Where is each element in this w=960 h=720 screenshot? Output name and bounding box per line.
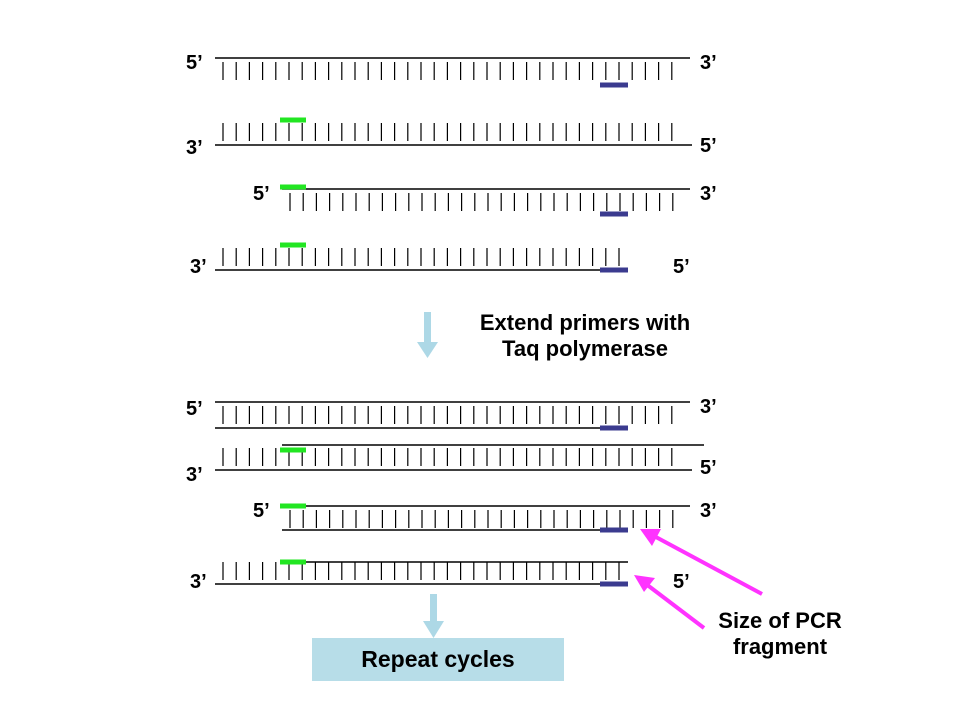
repeat-cycles-label: Repeat cycles <box>361 646 515 672</box>
pointer-arrow-lower <box>634 575 706 630</box>
step-caption-line2: Taq polymerase <box>502 336 668 361</box>
label-5prime-4: 5’ <box>673 256 690 278</box>
label-3prime-4: 3’ <box>190 256 207 278</box>
label-5prime-5: 5’ <box>186 398 203 420</box>
label-5prime-2: 5’ <box>700 135 717 157</box>
down-arrow-repeat <box>423 594 444 638</box>
pcr-fragment-annotation: Size of PCR fragment <box>690 608 870 660</box>
label-5prime-7: 5’ <box>253 500 270 522</box>
label-3prime-3: 3’ <box>700 183 717 205</box>
label-3prime-1: 3’ <box>700 52 717 74</box>
label-5prime-1: 5’ <box>186 52 203 74</box>
repeat-cycles-box: Repeat cycles <box>312 638 564 681</box>
label-3prime-2: 3’ <box>186 137 203 159</box>
step-caption-extend: Extend primers with Taq polymerase <box>440 310 730 362</box>
dna-strands <box>215 57 704 587</box>
label-5prime-8: 5’ <box>673 571 690 593</box>
label-5prime-6: 5’ <box>700 457 717 479</box>
step-caption-line1: Extend primers with <box>479 310 691 335</box>
pointer-arrow-upper <box>640 529 763 596</box>
label-3prime-5: 3’ <box>700 396 717 418</box>
label-3prime-7: 3’ <box>700 500 717 522</box>
down-arrow-extend <box>417 312 438 358</box>
label-3prime-6: 3’ <box>186 464 203 486</box>
label-3prime-8: 3’ <box>190 571 207 593</box>
annotation-line2: fragment <box>732 634 828 659</box>
label-5prime-3: 5’ <box>253 183 270 205</box>
annotation-line1: Size of PCR <box>718 608 842 633</box>
